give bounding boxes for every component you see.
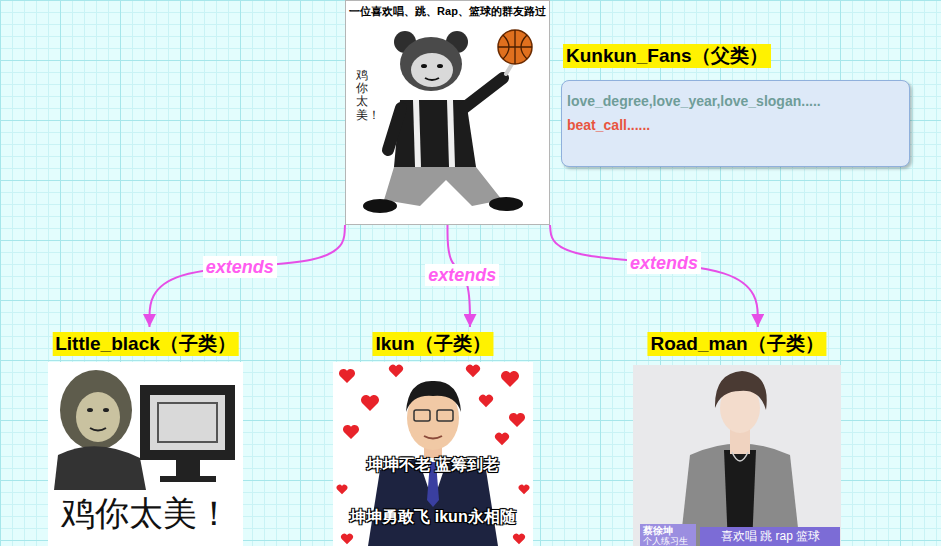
little-black-body: [54, 446, 146, 490]
meme-eye: [421, 64, 427, 68]
meme-head: [400, 37, 462, 91]
edge-label: extends: [203, 256, 277, 278]
meme-arm: [388, 108, 401, 150]
meme-caption: 坤坤勇敢飞 ikun永相随: [333, 507, 533, 527]
monitor-stand: [176, 460, 200, 478]
road-man-class: Road_man（子类） 蔡徐坤个人练习生 喜欢唱 跳 rap 篮球: [633, 330, 841, 546]
heart: [519, 485, 530, 495]
little-black-hair: [60, 370, 132, 450]
meme-caption: 坤坤不老 蓝筹到老: [333, 455, 533, 475]
meme-caption: 鸡你太美！: [46, 493, 245, 533]
heart: [339, 369, 355, 383]
name-subtag: 个人练习生: [643, 536, 688, 546]
meme-strap: [416, 100, 418, 167]
meme-shoe: [489, 197, 523, 211]
road-man-banner: [700, 527, 840, 546]
ikun-glasses: [414, 410, 430, 421]
meme-finger: [506, 64, 512, 74]
heart: [361, 395, 379, 411]
ikun-mouth: [424, 436, 442, 439]
field-list: love_degree,love_year,love_slogan.....: [567, 92, 821, 110]
heart: [513, 534, 525, 545]
meme-eye: [437, 64, 443, 68]
edge-label: extends: [627, 252, 701, 274]
heart: [501, 371, 519, 387]
class-heading: Road_man（子类）: [647, 332, 826, 356]
basketball-seams: [498, 30, 532, 64]
meme-pants: [384, 167, 502, 206]
road-man-ground: [633, 365, 841, 546]
little-black-class: Little_black（子类） 鸡你太美！: [46, 330, 245, 546]
meme-face: [411, 53, 453, 87]
monitor-screen: [150, 395, 225, 450]
heart: [509, 413, 525, 427]
meme-strap: [450, 100, 452, 167]
road-man-tag: [640, 524, 696, 546]
class-heading: Little_black（子类）: [52, 332, 239, 356]
parent-meme-frame: 一位喜欢唱、跳、Rap、篮球的群友路过鸡你太美！: [345, 0, 550, 225]
banner-text: 喜欢唱 跳 rap 篮球: [700, 528, 841, 545]
basketball: [498, 30, 532, 64]
vertical-caption: 鸡你太美！: [356, 69, 368, 122]
little-black-eye: [87, 408, 93, 412]
heart: [466, 365, 480, 377]
road-man-hair: [715, 371, 767, 410]
name-tag: 蔡徐坤: [643, 525, 673, 537]
inheritance-arrow: [149, 225, 345, 327]
monitor: [140, 385, 235, 460]
ikun-ground: [333, 362, 533, 546]
edge-group: [149, 225, 757, 327]
little-black-face: [76, 392, 120, 442]
class-heading: Ikun（子类）: [372, 332, 493, 356]
class-body-box: love_degree,love_year,love_slogan.....be…: [561, 80, 910, 167]
monitor-base: [160, 476, 216, 482]
meme-caption: 一位喜欢唱、跳、Rap、篮球的群友路过: [347, 4, 548, 18]
little-black-eye: [103, 408, 109, 412]
meme-arm: [464, 78, 503, 108]
heart: [341, 534, 353, 545]
parent-class-box: love_degree,love_year,love_slogan.....be…: [561, 44, 910, 167]
edge-label: extends: [425, 264, 499, 286]
inheritance-arrow: [550, 225, 758, 327]
little-black-mouth: [90, 428, 106, 431]
heart: [337, 485, 348, 495]
meme-ground: [345, 0, 550, 225]
ikun-glasses: [437, 410, 453, 421]
heart: [495, 433, 509, 445]
ikun-hair: [406, 381, 461, 412]
heart: [343, 425, 359, 439]
class-heading: Kunkun_Fans（父类）: [563, 44, 771, 68]
heart: [389, 365, 403, 377]
meme-mouth: [425, 78, 439, 80]
ikun-class: Ikun（子类） 坤坤不老 蓝筹到老坤坤勇敢飞 ikun永相随: [333, 330, 533, 546]
heart: [479, 395, 493, 407]
monitor-window: [158, 403, 217, 442]
method-list: beat_call......: [567, 116, 650, 134]
meme-shoe: [363, 199, 397, 213]
road-man-necklace: [732, 452, 748, 461]
